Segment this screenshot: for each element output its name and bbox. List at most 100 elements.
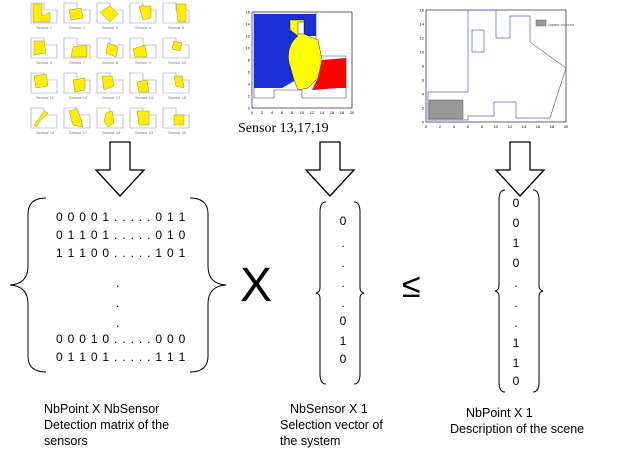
x-tick-label: 12 <box>508 124 513 129</box>
y-tick-label: 10 <box>246 46 251 51</box>
x-tick-label: 6 <box>281 110 284 115</box>
y-tick-label: 4 <box>248 82 251 87</box>
y-tick-label: 2 <box>248 94 251 99</box>
vector-entry: 0 <box>339 214 347 228</box>
down-arrow-icon <box>94 141 146 197</box>
matrix-ellipsis: . <box>116 296 121 310</box>
detection-matrix: 0 0 0 0 1 . . . . . 0 1 1 0 1 1 0 1 . . .… <box>56 210 196 370</box>
vector-entry: 0 <box>339 352 347 366</box>
selection-vector-caption-line2: the system <box>280 434 341 448</box>
y-tick-label: 16 <box>420 8 425 13</box>
y-tick-label: 12 <box>420 36 425 41</box>
vector-entry: 1 <box>339 334 347 348</box>
selected-sensors-caption: Sensor 13,17,19 <box>238 121 329 136</box>
selection-vector-dimension-label: NbSensor X 1 <box>290 402 368 416</box>
sensor-thumbnail-label: Sensor 17 <box>69 130 88 135</box>
x-tick-label: 10 <box>300 110 305 115</box>
sensor-thumbnail-label: Sensor 5 <box>168 25 185 30</box>
y-tick-label: 8 <box>248 58 251 63</box>
sensor-thumbnail-label: Sensor 4 <box>135 25 152 30</box>
room-outline <box>427 9 567 121</box>
down-arrow-icon <box>304 141 356 197</box>
matrix-left-brace <box>9 197 47 373</box>
scene-vector-dimension-label: NbPoint X 1 <box>466 406 533 420</box>
sensor-thumbnail-label: Sensor 11 <box>36 95 54 100</box>
sensor-thumbnail <box>129 2 157 24</box>
sensor-thumbnail <box>63 2 91 24</box>
x-tick-label: 20 <box>564 124 569 129</box>
sensor-thumbnail-label: Sensor 1 <box>36 25 53 30</box>
sensor-thumbnail-label: Sensor 13 <box>102 95 121 100</box>
sensor-thumbnail <box>63 72 91 94</box>
vector-entry: 1 <box>512 236 520 250</box>
x-tick-label: 10 <box>494 124 499 129</box>
x-tick-label: 2 <box>261 110 264 115</box>
sensor-thumbnail-label: Sensor 16 <box>36 130 55 135</box>
vector-ellipsis: . <box>514 276 518 290</box>
scene-vector-right-bracket <box>532 189 544 393</box>
y-tick-label: 0 <box>248 106 251 111</box>
sensor-thumbnail-label: Sensor 7 <box>69 60 86 65</box>
x-tick-label: 4 <box>271 110 274 115</box>
matrix-row: 0 1 1 0 1 . . . . . 1 1 1 <box>56 350 187 364</box>
sensor-thumbnail-label: Sensor 14 <box>135 95 154 100</box>
sensor-thumbnail <box>162 107 190 129</box>
sensor-thumbnail <box>96 107 124 129</box>
sensor-thumbnail-label: Sensor 15 <box>168 95 187 100</box>
sensor-thumbnail <box>30 72 58 94</box>
y-tick-label: 2 <box>422 106 425 111</box>
x-tick-label: 8 <box>291 110 294 115</box>
sensor-thumbnail <box>96 2 124 24</box>
matrix-row: 1 1 1 0 0 . . . . . 1 0 1 <box>56 246 187 260</box>
matrix-ellipsis: . <box>116 316 121 330</box>
sensor-thumbnail <box>162 2 190 24</box>
sensor-thumbnail-label: Sensor 2 <box>69 25 86 30</box>
sensor-thumbnail <box>30 2 58 24</box>
legend-label: capteur couvrant <box>548 23 574 27</box>
less-or-equal-operator: ≤ <box>402 267 421 305</box>
x-tick-label: 8 <box>481 124 484 129</box>
x-tick-label: 14 <box>320 110 325 115</box>
selection-vector-right-bracket <box>353 201 365 385</box>
vector-ellipsis: . <box>514 316 518 330</box>
y-tick-label: 14 <box>246 22 251 27</box>
x-tick-label: 0 <box>425 124 428 129</box>
vector-entry: 0 <box>512 216 520 230</box>
sensor-thumbnail-label: Sensor 10 <box>168 60 187 65</box>
x-tick-label: 4 <box>453 124 456 129</box>
sensor-thumbnail-label: Sensor 12 <box>69 95 88 100</box>
vector-ellipsis: . <box>514 296 518 310</box>
sensor-thumbnail <box>162 37 190 59</box>
vector-ellipsis: . <box>341 256 345 270</box>
x-tick-label: 12 <box>310 110 315 115</box>
selection-vector-caption-line1: Selection vector of <box>280 418 383 432</box>
matrix-row: 0 0 0 0 1 . . . . . 0 1 1 <box>56 210 187 224</box>
down-arrow-icon <box>494 141 546 197</box>
sensor-thumbnail <box>129 37 157 59</box>
sensor-thumbnail-label: Sensor 9 <box>135 60 152 65</box>
y-tick-label: 0 <box>422 120 425 125</box>
sensor-thumbnail-label: Sensor 20 <box>168 130 187 135</box>
vector-entry: 0 <box>339 314 347 328</box>
red-sensor-coverage <box>312 58 346 90</box>
sensor-thumbnail <box>63 107 91 129</box>
sensor-thumbnail <box>96 72 124 94</box>
x-tick-label: 18 <box>550 124 555 129</box>
matrix-row: 0 0 0 1 0 . . . . . 0 0 0 <box>56 332 187 346</box>
vector-entry: 0 <box>512 256 520 270</box>
vector-entry: 0 <box>512 374 520 388</box>
sensor-thumbnail-label: Sensor 19 <box>135 130 154 135</box>
yellow-sensor-coverage <box>288 19 323 91</box>
sensor-thumbnail-label: Sensor 3 <box>102 25 119 30</box>
sensor-thumbnail <box>96 37 124 59</box>
x-tick-label: 14 <box>522 124 527 129</box>
scene-vector-left-bracket <box>494 189 506 393</box>
legend-swatch <box>535 19 547 27</box>
matrix-caption-line2: sensors <box>44 434 88 448</box>
vector-entry: 1 <box>512 356 520 370</box>
